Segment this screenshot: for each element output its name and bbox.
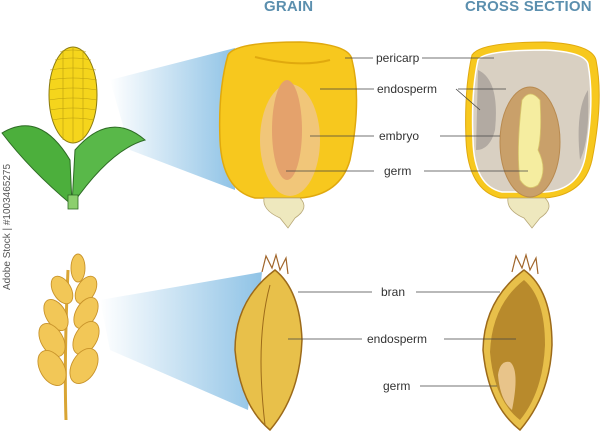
label-embryo: embryo [376, 129, 423, 143]
label-pericarp: pericarp [373, 51, 423, 65]
corn-zoom-beam [110, 48, 235, 190]
wheat-grain-illustration [234, 252, 303, 432]
label-corn-germ: germ [381, 164, 415, 178]
wheat-zoom-beam [100, 272, 262, 410]
wheat-ear-icon [37, 253, 100, 421]
heading-cross-section: CROSS SECTION [465, 0, 592, 15]
corn-leader-lines [286, 57, 528, 172]
corn-cob-icon [1, 46, 147, 210]
corn-grain-illustration [218, 41, 358, 229]
corn-cross-section-illustration [465, 41, 600, 229]
wheat-cross-section-illustration [482, 252, 553, 432]
heading-grain: GRAIN [264, 0, 314, 15]
watermark: Adobe Stock | #1003465275 [2, 163, 13, 290]
label-corn-endosperm: endosperm [374, 82, 441, 96]
label-bran: bran [378, 285, 409, 299]
label-wheat-endosperm: endosperm [364, 332, 431, 346]
label-wheat-germ: germ [380, 379, 414, 393]
wheat-leader-lines [288, 291, 516, 387]
